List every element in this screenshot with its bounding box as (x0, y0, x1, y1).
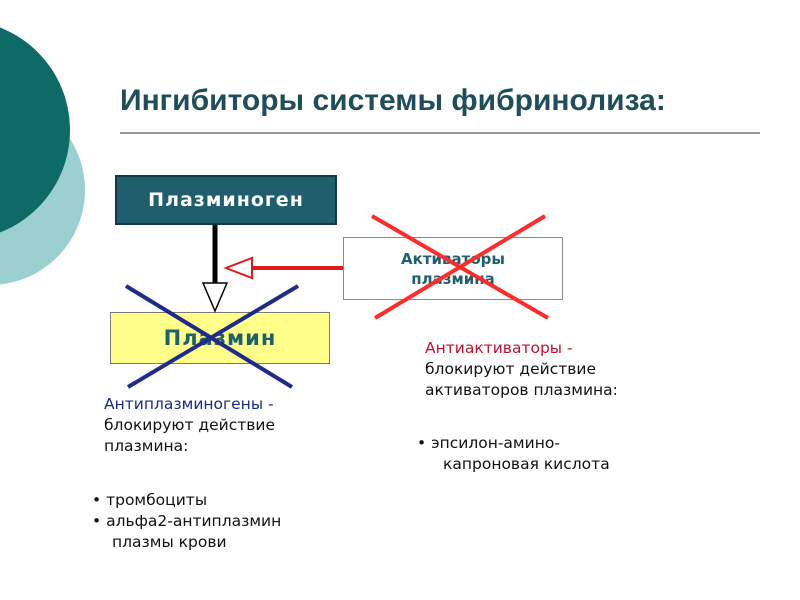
activators-box: Активаторы плазмина (343, 237, 563, 300)
plasmin-label: Плазмин (163, 326, 277, 350)
antiactivators-line2: блокируют действие (425, 360, 597, 378)
slide-title: Ингибиторы системы фибринолиза: (120, 84, 666, 117)
antiplasminogens-heading: Антиплазминогены - (104, 395, 274, 413)
list-item-text: альфа2-антиплазмин (106, 512, 282, 530)
title-divider (120, 132, 760, 134)
list-item: • эпсилон-амино- (417, 434, 560, 452)
antiplasminogens-line3: плазмина: (104, 437, 189, 455)
antiactivators-list: • эпсилон-амино- капроновая кислота (417, 433, 610, 475)
list-item: • альфа2-антиплазмин (92, 512, 282, 530)
antiplasminogens-description: Антиплазминогены - блокируют действие пл… (104, 394, 275, 457)
list-item-continuation: плазмы крови (112, 533, 227, 551)
list-item: • тромбоциты (92, 491, 208, 509)
dark-teal-circle (0, 27, 70, 233)
list-item-text: эпсилон-амино- (431, 434, 560, 452)
plasminogen-label: Плазминоген (148, 189, 304, 211)
list-item-continuation: капроновая кислота (443, 455, 610, 473)
plasminogen-box: Плазминоген (115, 175, 337, 225)
activators-label-line1: Активаторы (401, 249, 505, 268)
antiplasminogens-list: • тромбоциты • альфа2-антиплазмин плазмы… (92, 490, 281, 553)
antiplasminogens-line2: блокируют действие (104, 416, 276, 434)
antiactivators-description: Антиактиваторы - блокируют действие акти… (425, 338, 618, 401)
plasmin-box: Плазмин (110, 312, 330, 364)
activators-label-line2: плазмина (411, 269, 495, 288)
antiactivators-heading: Антиактиваторы - (425, 339, 573, 357)
list-item-text: тромбоциты (106, 491, 208, 509)
antiactivators-line3: активаторов плазмина: (425, 381, 618, 399)
